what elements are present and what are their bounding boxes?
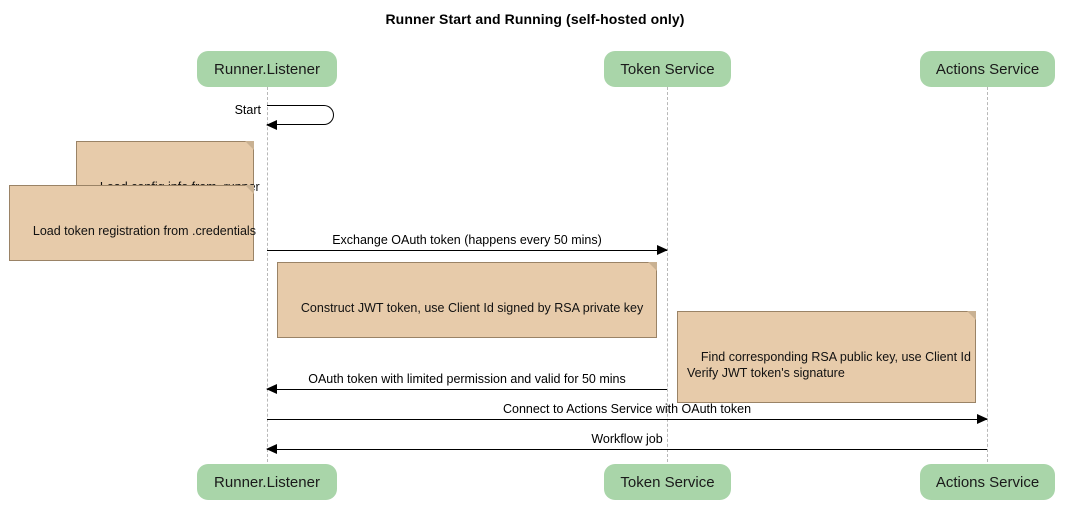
participant-label: Runner.Listener	[214, 60, 320, 78]
message-label-connect-to-actions-service: Connect to Actions Service with OAuth to…	[502, 402, 752, 416]
note-text: Find corresponding RSA public key, use C…	[687, 350, 971, 380]
participant-runner-listener-top[interactable]: Runner.Listener	[197, 51, 337, 87]
message-arrowhead-exchange-oauth-token	[657, 244, 668, 255]
diagram-title: Runner Start and Running (self-hosted on…	[385, 11, 685, 27]
note-fold-icon	[245, 185, 254, 194]
self-message-start-arrowhead	[266, 119, 277, 130]
note-fold-icon	[245, 141, 254, 150]
participant-label: Token Service	[620, 473, 715, 491]
message-label-workflow-job: Workflow job	[591, 432, 663, 446]
message-label-oauth-token-response: OAuth token with limited permission and …	[308, 372, 626, 386]
message-arrowhead-oauth-token-response	[266, 383, 277, 394]
message-line-oauth-token-response	[267, 389, 667, 390]
lifeline-actions	[987, 87, 988, 462]
message-line-connect-to-actions-service	[267, 419, 987, 420]
note-fold-icon	[648, 262, 657, 271]
participant-actions-service-top[interactable]: Actions Service	[920, 51, 1055, 87]
participant-token-service-top[interactable]: Token Service	[604, 51, 731, 87]
message-arrowhead-workflow-job	[266, 443, 277, 454]
message-label-start: Start	[234, 103, 261, 117]
participant-runner-listener-bottom[interactable]: Runner.Listener	[197, 464, 337, 500]
note-verify-jwt: Find corresponding RSA public key, use C…	[677, 311, 976, 403]
message-line-exchange-oauth-token	[267, 250, 667, 251]
message-arrowhead-connect-to-actions-service	[977, 413, 988, 424]
note-load-token-registration: Load token registration from .credential…	[9, 185, 256, 261]
lifeline-token	[667, 87, 668, 462]
note-text: Construct JWT token, use Client Id signe…	[300, 301, 644, 315]
participant-label: Actions Service	[935, 60, 1040, 78]
self-message-start-loop	[267, 105, 334, 125]
participant-actions-service-bottom[interactable]: Actions Service	[920, 464, 1055, 500]
participant-label: Actions Service	[935, 473, 1040, 491]
message-line-workflow-job	[267, 449, 987, 450]
participant-label: Token Service	[620, 60, 715, 78]
note-construct-jwt: Construct JWT token, use Client Id signe…	[277, 262, 657, 338]
lifeline-runner	[267, 87, 268, 462]
note-fold-icon	[967, 311, 976, 320]
participant-token-service-bottom[interactable]: Token Service	[604, 464, 731, 500]
participant-label: Runner.Listener	[214, 473, 320, 491]
message-label-exchange-oauth-token: Exchange OAuth token (happens every 50 m…	[332, 233, 602, 247]
note-text: Load token registration from .credential…	[32, 224, 256, 238]
